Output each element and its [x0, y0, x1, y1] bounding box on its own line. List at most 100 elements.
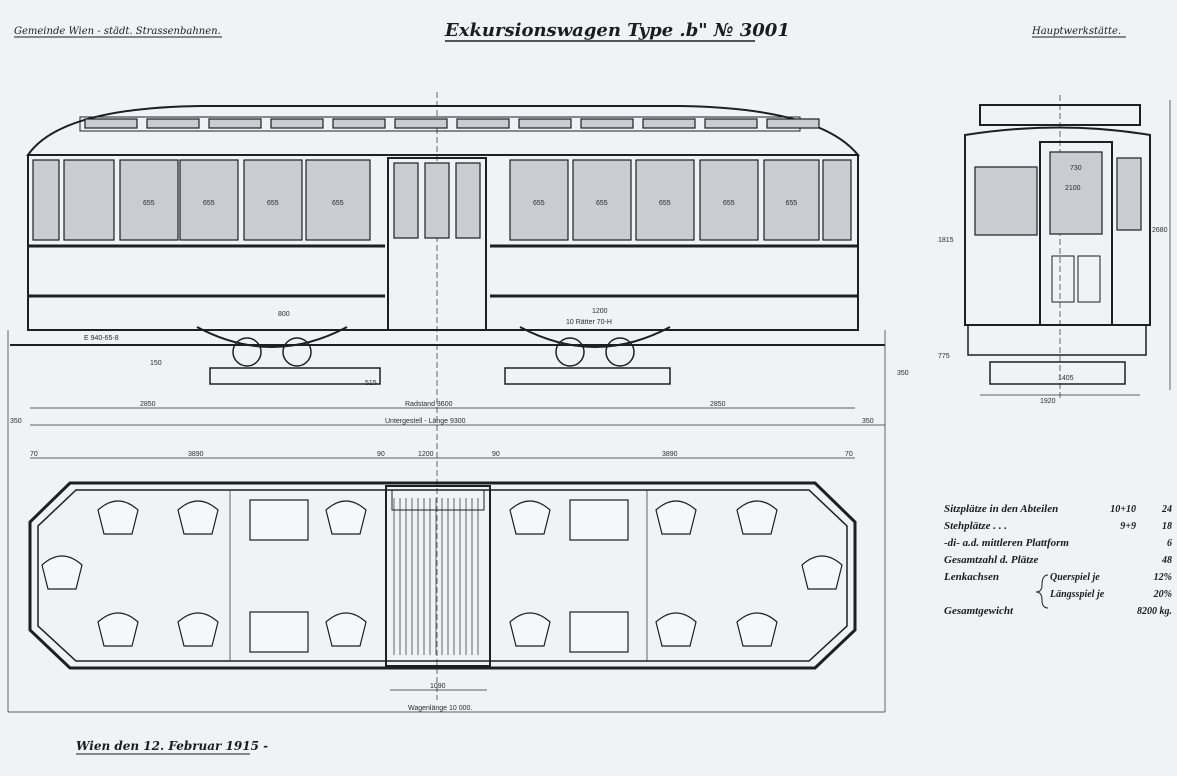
seat [736, 612, 778, 647]
side-window [243, 159, 303, 241]
page-title: Exkursionswagen Type .b" № 3001 [444, 20, 790, 41]
clerestory-window [146, 118, 200, 129]
dim-2850-left: 2850 [140, 401, 156, 408]
spec-label: Stehplätze . . . [944, 520, 1007, 532]
dim-1090: 1090 [430, 683, 446, 690]
seat [736, 500, 778, 535]
side-window [32, 159, 60, 241]
window-dim-label: 655 [596, 200, 608, 207]
clerestory-window [270, 118, 324, 129]
footer-date: Wien den 12. Februar 1915 - [76, 739, 268, 753]
side-window [509, 159, 569, 241]
side-window [635, 159, 695, 241]
dim-wagenlaenge: Wagenlänge 10 000. [408, 705, 472, 712]
clerestory-window [394, 118, 448, 129]
window-dim-label: 655 [143, 200, 155, 207]
window-dim-label: 655 [203, 200, 215, 207]
end-dim-1405: 1405 [1058, 375, 1074, 382]
seat [41, 555, 83, 590]
side-window [305, 159, 371, 241]
side-window [699, 159, 759, 241]
window-dim-label: 655 [723, 200, 735, 207]
plan-view [28, 481, 857, 670]
seat [509, 612, 551, 647]
dim-150: 150 [150, 360, 162, 367]
spec-detail: 10+10 [1110, 504, 1136, 515]
wheel [232, 337, 262, 367]
wheel [282, 337, 312, 367]
spec-label: Lenkachsen [943, 571, 999, 583]
dim-800: 800 [278, 311, 290, 318]
header-right: Hauptwerkstätte. [1031, 26, 1121, 37]
dim-untergestell: Untergestell - Länge 9300 [385, 418, 466, 425]
header-left: Gemeinde Wien - städt. Strassenbahnen. [14, 26, 221, 37]
clerestory-window [704, 118, 758, 129]
dimension-lines: 2850 Radstand 3600 2850 Untergestell - L… [7, 330, 886, 713]
spec-detail: Querspiel je [1050, 572, 1100, 583]
dim-515: 515 [365, 380, 377, 387]
clerestory-window [580, 118, 634, 129]
end-dim-730: 730 [1070, 165, 1082, 172]
dim-radstand: Radstand 3600 [405, 401, 453, 408]
spec-detail: Längsspiel je [1049, 589, 1105, 600]
seat [97, 612, 139, 647]
seat [655, 500, 697, 535]
bench [569, 499, 629, 541]
wheel [555, 337, 585, 367]
dim-350-right: 350 [862, 418, 874, 425]
dim-70-right: 70 [845, 451, 853, 458]
seat [325, 612, 367, 647]
spec-value: 24 [1161, 504, 1172, 515]
spec-value: 18 [1162, 521, 1172, 532]
spec-value: 12% [1154, 572, 1172, 583]
end-dim-775: 775 [938, 353, 950, 360]
window-dim-label: 655 [786, 200, 798, 207]
spec-value: 48 [1161, 555, 1172, 566]
end-dim-2680: 2680 [1152, 227, 1168, 234]
bogie-note: 10 Rätter 70-H [566, 319, 612, 326]
clerestory-window [518, 118, 572, 129]
clerestory-window [766, 118, 820, 129]
clerestory-window [456, 118, 510, 129]
spec-label: -di- a.d. mittleren Plattform [944, 537, 1069, 549]
clerestory-window [208, 118, 262, 129]
clerestory-window [332, 118, 386, 129]
dim-90-right: 90 [492, 451, 500, 458]
bogie-frame [519, 326, 671, 348]
end-view: 730 2100 1405 1920 775 1815 2680 [938, 95, 1171, 405]
seat [177, 500, 219, 535]
side-window [763, 159, 820, 241]
side-window [572, 159, 632, 241]
bogie-frame [196, 326, 348, 348]
left-note: E 940-65-8 [84, 335, 119, 342]
side-window [179, 159, 239, 241]
dim-3890-left: 3890 [188, 451, 204, 458]
seat [509, 500, 551, 535]
window-dim-label: 655 [332, 200, 344, 207]
side-window [119, 159, 179, 241]
specs-table: Sitzplätze in den Abteilen 10+10 24Stehplä… [943, 503, 1172, 617]
dim-3890-right: 3890 [662, 451, 678, 458]
seat [655, 612, 697, 647]
seat [97, 500, 139, 535]
dim-1200-plan: 1200 [418, 451, 434, 458]
wheel [605, 337, 635, 367]
window-dim-label: 655 [267, 200, 279, 207]
spec-detail: 9+9 [1120, 521, 1136, 532]
window-dim-label: 655 [533, 200, 545, 207]
end-dim-1920: 1920 [1040, 398, 1056, 405]
dim-350-left: 350 [10, 418, 22, 425]
clerestory-window [84, 118, 138, 129]
spec-label: Sitzplätze in den Abteilen [944, 503, 1058, 515]
side-window [822, 159, 852, 241]
dim-1200: 1200 [592, 308, 608, 315]
end-dim-1815: 1815 [938, 237, 954, 244]
window-dim-label: 655 [659, 200, 671, 207]
clerestory-window [642, 118, 696, 129]
seat [177, 612, 219, 647]
spec-label: Gesamtzahl d. Plätze [944, 554, 1039, 566]
bench [249, 611, 309, 653]
dim-2850-right: 2850 [710, 401, 726, 408]
